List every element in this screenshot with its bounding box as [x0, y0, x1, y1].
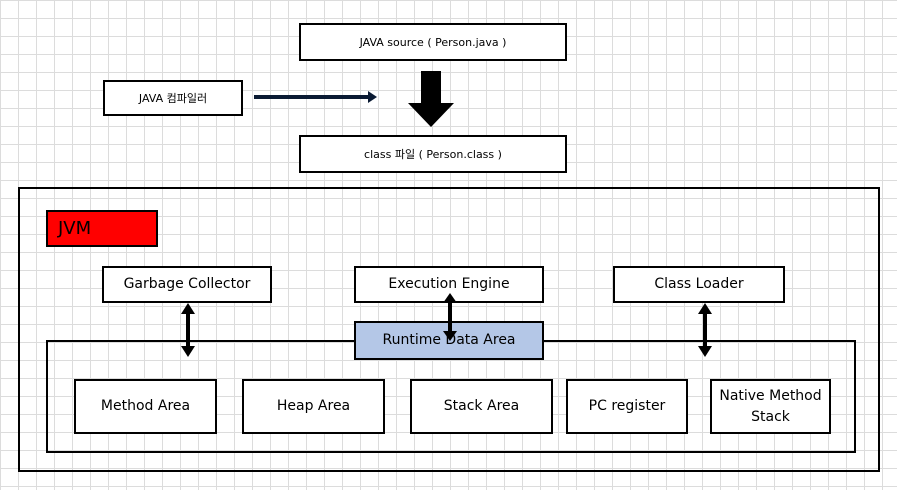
java-source-box: JAVA source ( Person.java )	[299, 23, 567, 61]
jvm-label: JVM	[58, 218, 92, 239]
jvm-frame	[18, 187, 880, 472]
method-area-label: Method Area	[100, 398, 191, 414]
stack-area-label: Stack Area	[443, 398, 520, 414]
down-arrow	[408, 71, 454, 127]
heap-area-label: Heap Area	[276, 398, 351, 414]
jvm-label-box: JVM	[46, 210, 158, 247]
method-area-box: Method Area	[74, 379, 217, 434]
java-compiler-label: JAVA 컴파일러	[138, 92, 208, 105]
execution-engine-label: Execution Engine	[388, 276, 510, 292]
garbage-collector-double-arrow	[181, 303, 195, 357]
garbage-collector-box: Garbage Collector	[102, 266, 272, 303]
runtime-data-area-label: Runtime Data Area	[382, 332, 516, 348]
compiler-arrow	[254, 91, 377, 103]
pc-register-box: PC register	[566, 379, 688, 434]
native-method-stack-box: Native Method Stack	[710, 379, 831, 434]
stack-area-box: Stack Area	[410, 379, 553, 434]
garbage-collector-label: Garbage Collector	[123, 276, 251, 292]
class-loader-box: Class Loader	[613, 266, 785, 303]
execution-engine-double-arrow	[443, 293, 457, 341]
class-file-label: class 파일 ( Person.class )	[364, 148, 502, 161]
pc-register-label: PC register	[588, 398, 666, 414]
java-compiler-box: JAVA 컴파일러	[103, 80, 243, 116]
heap-area-box: Heap Area	[242, 379, 385, 434]
class-loader-label: Class Loader	[654, 276, 744, 292]
java-source-label: JAVA source ( Person.java )	[359, 35, 507, 49]
class-file-box: class 파일 ( Person.class )	[299, 135, 567, 173]
native-method-stack-label: Native Method Stack	[719, 387, 822, 425]
class-loader-double-arrow	[698, 303, 712, 357]
